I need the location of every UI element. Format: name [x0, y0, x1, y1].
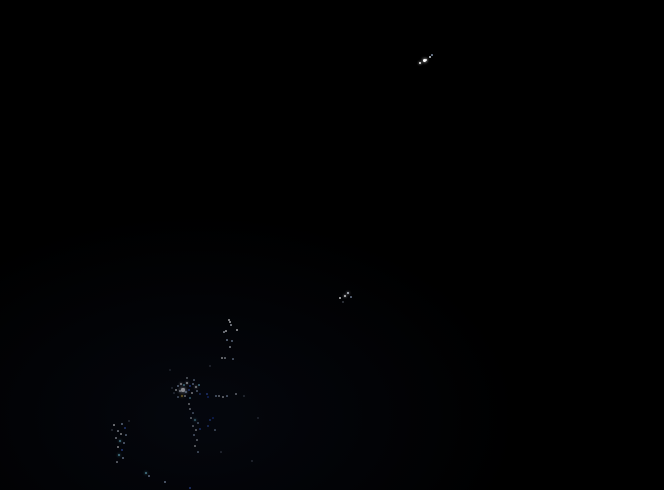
point-light	[429, 56, 431, 58]
point-light	[236, 329, 238, 331]
point-light	[214, 429, 216, 431]
point-light	[197, 422, 199, 424]
point-light	[198, 384, 200, 386]
point-light	[128, 420, 130, 422]
point-light	[184, 390, 188, 394]
point-light	[193, 379, 195, 381]
point-light	[164, 481, 166, 483]
point-light	[225, 330, 227, 332]
point-light	[192, 412, 194, 414]
point-light	[207, 425, 209, 427]
point-light	[171, 387, 173, 389]
point-light	[243, 395, 245, 397]
point-light	[179, 382, 183, 386]
point-light	[116, 461, 118, 463]
point-light	[186, 377, 188, 379]
point-light	[189, 408, 191, 410]
point-light	[199, 393, 201, 395]
point-light	[342, 301, 344, 303]
point-light	[189, 397, 191, 399]
point-light	[226, 395, 228, 397]
point-light	[120, 433, 122, 435]
point-light	[422, 58, 426, 62]
point-light	[188, 389, 190, 391]
point-light	[431, 54, 433, 56]
point-light	[230, 324, 232, 326]
point-light	[197, 451, 199, 453]
point-light	[209, 419, 211, 421]
point-light	[125, 434, 127, 436]
point-light	[424, 58, 428, 62]
point-light	[124, 427, 126, 429]
point-light	[122, 457, 124, 459]
point-light	[189, 487, 191, 489]
point-light	[221, 357, 223, 359]
point-light	[117, 430, 119, 432]
point-light	[121, 423, 123, 425]
point-light	[343, 294, 347, 298]
point-light	[117, 446, 119, 448]
point-light	[121, 449, 123, 451]
point-light	[177, 396, 179, 398]
point-light	[350, 296, 352, 298]
point-light	[189, 385, 191, 387]
point-light	[194, 385, 198, 389]
point-light	[231, 340, 233, 342]
point-light	[144, 471, 148, 475]
point-light	[192, 383, 194, 385]
point-light	[113, 424, 115, 426]
point-light	[257, 417, 259, 419]
point-light	[224, 357, 226, 359]
point-light	[177, 385, 179, 387]
point-light	[123, 442, 125, 444]
point-light	[235, 393, 237, 395]
point-light	[215, 395, 217, 397]
point-light	[180, 394, 184, 398]
point-light	[169, 369, 171, 371]
point-light	[232, 358, 234, 360]
point-light	[178, 389, 182, 393]
point-light	[206, 393, 208, 395]
point-light	[183, 384, 185, 386]
point-light	[196, 390, 198, 392]
point-light	[251, 460, 253, 462]
point-light	[192, 425, 194, 427]
point-light	[184, 395, 186, 397]
point-light	[148, 475, 150, 477]
point-light	[190, 417, 192, 419]
point-light	[207, 396, 209, 398]
point-light	[199, 428, 201, 430]
point-light	[193, 434, 195, 436]
point-light	[117, 453, 121, 457]
point-light	[191, 392, 193, 394]
point-light	[346, 291, 350, 295]
point-light	[229, 346, 231, 348]
point-light	[194, 445, 196, 447]
point-light	[111, 429, 113, 431]
point-light	[212, 417, 214, 419]
point-light	[226, 339, 228, 341]
point-light	[418, 61, 422, 65]
point-light	[222, 396, 224, 398]
point-light	[188, 403, 190, 405]
point-light	[181, 388, 185, 392]
point-light	[195, 429, 197, 431]
point-light	[173, 392, 175, 394]
point-light	[229, 321, 231, 323]
point-light	[228, 319, 230, 321]
point-light	[223, 331, 225, 333]
point-light	[185, 381, 189, 385]
point-light	[196, 439, 198, 441]
point-light	[218, 395, 220, 397]
point-light	[209, 365, 211, 367]
point-light	[175, 389, 177, 391]
point-light	[193, 418, 197, 422]
point-light	[220, 451, 222, 453]
point-light	[118, 439, 122, 443]
point-light	[339, 297, 341, 299]
point-light	[115, 437, 117, 439]
